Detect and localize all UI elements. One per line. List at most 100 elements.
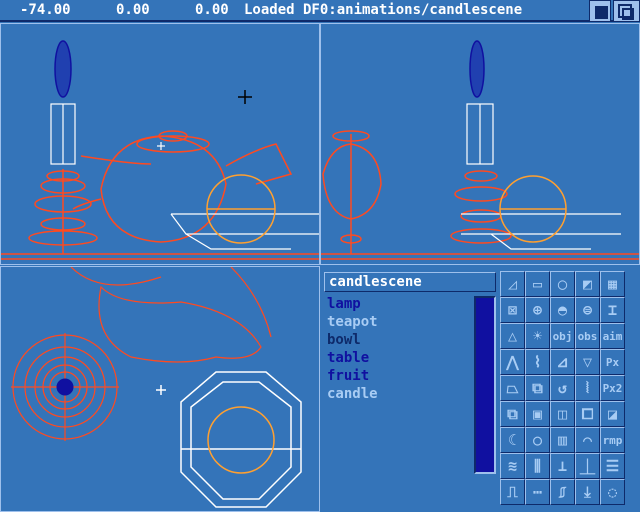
layer-icon: ◪ [607, 405, 618, 423]
tool-button-morph-path[interactable]: ⎎ [550, 479, 575, 505]
tool-button-comb[interactable]: ⫼ [525, 453, 550, 479]
tool-button-open-curve[interactable]: ☾ [500, 427, 525, 453]
viewport-top[interactable] [0, 266, 320, 512]
funnel-icon: ▽ [582, 353, 593, 371]
tool-button-cylinder[interactable]: ⊜ [575, 297, 600, 323]
coord-y: 0.00 [116, 2, 150, 18]
tool-button-union[interactable]: ⧉ [500, 401, 525, 427]
circle-icon: ◯ [557, 275, 568, 293]
mirror-icon: ⦚ [585, 379, 590, 397]
tool-button-dotted-curve[interactable]: ◌ [600, 479, 625, 505]
tool-button-lathe[interactable]: ⊥ [550, 453, 575, 479]
tool-button-cone[interactable]: △ [500, 323, 525, 349]
lathe-fill-icon: ⏊ [579, 457, 595, 476]
viewport-front[interactable] [0, 23, 320, 265]
trapezoid-icon: ⏢ [506, 379, 519, 397]
front-wireframe [1, 40, 319, 260]
box-icon: ◩ [582, 275, 593, 293]
union-icon: ⧉ [507, 405, 518, 423]
status-message: Loaded DF0:animations/candlescene [244, 2, 523, 18]
coord-z: 0.00 [195, 2, 229, 18]
sweep-icon: ⌒ [582, 431, 593, 449]
tool-button-closed-curve[interactable]: ○ [525, 427, 550, 453]
tool-button-pedestal[interactable]: ⌶ [600, 297, 625, 323]
tool-button-circle[interactable]: ◯ [550, 271, 575, 297]
morph-path-icon: ⎎ [558, 483, 567, 501]
hemisphere-icon: ◓ [557, 301, 568, 319]
open-curve-icon: ☾ [507, 431, 518, 449]
overlap-icon: ⧠ [581, 405, 594, 423]
tool-button-box[interactable]: ◩ [575, 271, 600, 297]
keyframe-icon: ⋯ [532, 483, 543, 501]
tool-button-morph[interactable]: ⎍ [500, 479, 525, 505]
object-item-lamp[interactable]: lamp [327, 296, 361, 312]
tool-px2-button[interactable]: Px2 [600, 375, 625, 401]
tool-button-cube[interactable]: ▦ [600, 271, 625, 297]
tool-button-mirror[interactable]: ⦚ [575, 375, 600, 401]
tool-obs-button[interactable]: obs [575, 323, 600, 349]
object-list: lamp teapot bowl table fruit candle [327, 295, 378, 403]
tool-button-light[interactable]: ☀ [525, 323, 550, 349]
intersect-icon: ◫ [557, 405, 568, 423]
top-wireframe [11, 267, 302, 508]
tool-button-stack[interactable]: ⧉ [525, 375, 550, 401]
tool-button-spray[interactable]: ≋ [500, 453, 525, 479]
cone-icon: △ [507, 327, 518, 345]
tool-button-layer[interactable]: ◪ [600, 401, 625, 427]
triangle-icon: ◿ [507, 275, 518, 293]
tool-px-button[interactable]: Px [600, 349, 625, 375]
closed-curve-icon: ○ [532, 431, 543, 449]
tool-button-intersect[interactable]: ◫ [550, 401, 575, 427]
object-item-table[interactable]: table [327, 350, 370, 366]
viewport-side[interactable] [320, 23, 640, 265]
depth-back-icon[interactable] [589, 0, 611, 22]
extrude-icon: ▥ [557, 431, 568, 449]
tool-button-subtract[interactable]: ▣ [525, 401, 550, 427]
object-item-bowl[interactable]: bowl [327, 332, 361, 348]
tool-button-split[interactable]: ⋀ [500, 349, 525, 375]
tool-button-funnel[interactable]: ▽ [575, 349, 600, 375]
tool-button-lathe-fill[interactable]: ⏊ [575, 453, 600, 479]
dotted-curve-icon: ◌ [607, 483, 618, 501]
path-icon: ⌇ [533, 353, 542, 371]
tool-button-rectangle[interactable]: ▭ [525, 271, 550, 297]
tool-aim-button[interactable]: aim [600, 323, 625, 349]
pedestal-icon: ⌶ [607, 301, 618, 319]
tool-button-extrude[interactable]: ▥ [550, 427, 575, 453]
tool-button-plate[interactable]: ☰ [600, 453, 625, 479]
object-item-candle[interactable]: candle [327, 386, 378, 402]
spray-icon: ≋ [507, 457, 518, 475]
tool-button-trapezoid[interactable]: ⏢ [500, 375, 525, 401]
tool-button-hemisphere[interactable]: ◓ [550, 297, 575, 323]
envelope-icon: ⊠ [507, 301, 518, 319]
cylinder-icon: ⊜ [582, 301, 593, 319]
tool-button-keyframe[interactable]: ⋯ [525, 479, 550, 505]
tool-button-sweep[interactable]: ⌒ [575, 427, 600, 453]
rotate-icon: ↺ [557, 379, 568, 397]
object-item-fruit[interactable]: fruit [327, 368, 370, 384]
cube-icon: ▦ [607, 275, 618, 293]
tool-button-drop[interactable]: ⤓ [575, 479, 600, 505]
object-item-teapot[interactable]: teapot [327, 314, 378, 330]
status-bar: -74.00 0.00 0.00 Loaded DF0:animations/c… [0, 0, 640, 22]
object-list-scrollbar[interactable] [474, 296, 496, 474]
tool-button-envelope[interactable]: ⊠ [500, 297, 525, 323]
depth-front-icon[interactable] [613, 0, 640, 22]
light-icon: ☀ [532, 327, 543, 345]
rectangle-icon: ▭ [532, 275, 543, 293]
object-panel: candlescene lamp teapot bowl table fruit cand… [321, 266, 640, 512]
tool-button-path[interactable]: ⌇ [525, 349, 550, 375]
coord-x: -74.00 [20, 2, 71, 18]
lathe-icon: ⊥ [557, 457, 568, 475]
tool-rmp-button[interactable]: rmp [600, 427, 625, 453]
scene-title: candlescene [324, 272, 496, 292]
tool-button-sphere[interactable]: ⊕ [525, 297, 550, 323]
tool-obj-button[interactable]: obj [550, 323, 575, 349]
side-wireframe [321, 40, 639, 260]
tool-button-rotate[interactable]: ↺ [550, 375, 575, 401]
sphere-icon: ⊕ [532, 301, 543, 319]
tool-button-triangle[interactable]: ◿ [500, 271, 525, 297]
tool-button-flag[interactable]: ⊿ [550, 349, 575, 375]
tool-button-overlap[interactable]: ⧠ [575, 401, 600, 427]
